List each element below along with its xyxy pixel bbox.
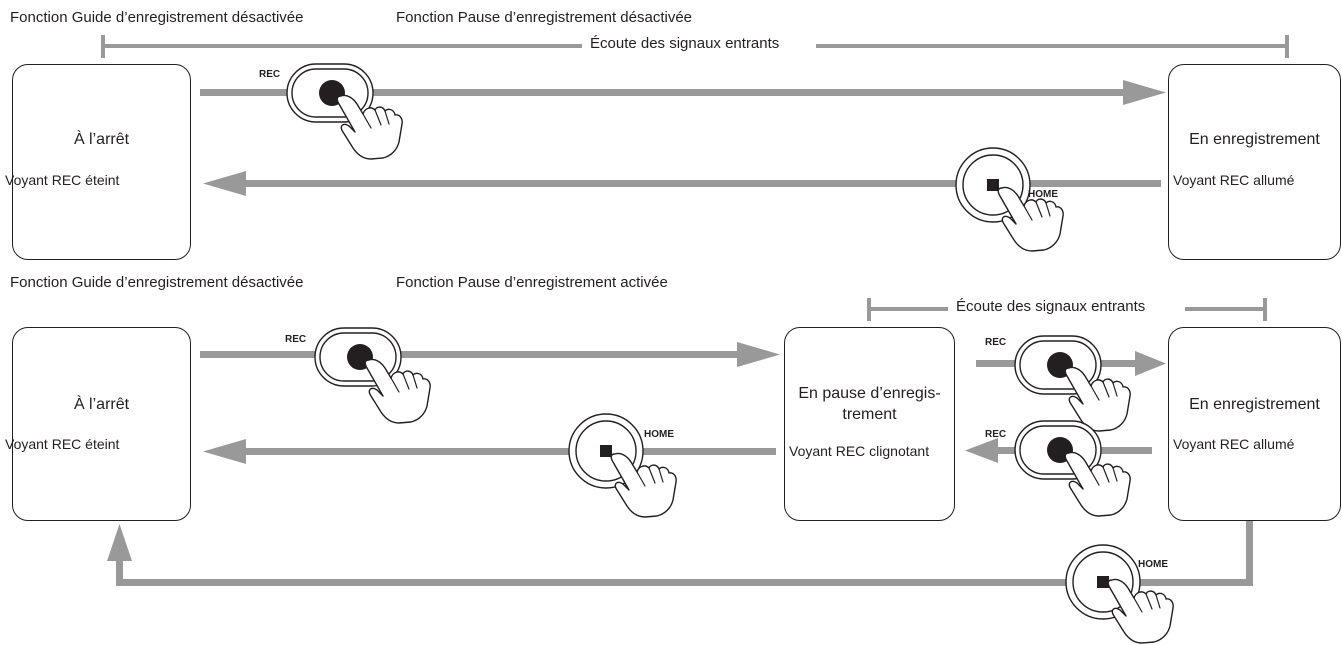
state-title: À l’arrêt bbox=[73, 131, 130, 148]
bottom-rec-pause-label: REC bbox=[985, 429, 1006, 440]
top-rec-label: REC bbox=[259, 69, 280, 80]
bottom-recording-state: En enregistrement Voyant REC allumé bbox=[1168, 327, 1341, 521]
bottom-stopped-state: À l’arrêt Voyant REC éteint bbox=[5, 327, 191, 521]
bottom-range-label: Écoute des signaux entrants bbox=[952, 298, 1150, 315]
bottom-rec-resume-label: REC bbox=[985, 337, 1006, 348]
state-title-line1: En pause d’enregis- bbox=[798, 385, 941, 402]
hand-pointer-icon bbox=[1107, 578, 1174, 644]
state-status: Voyant REC allumé bbox=[1173, 172, 1295, 188]
top-recording-state: En enregistrement Voyant REC allumé bbox=[1168, 64, 1341, 260]
top-rec-button[interactable]: REC bbox=[259, 63, 403, 160]
bottom-rec-button[interactable]: REC bbox=[285, 327, 431, 424]
top-stopped-state: À l’arrêt Voyant REC éteint bbox=[5, 64, 191, 260]
state-title: En enregistrement bbox=[1189, 396, 1320, 413]
top-arrow-rec bbox=[200, 80, 1166, 105]
top-caption-guide: Fonction Guide d’enregistrement désactiv… bbox=[10, 9, 304, 26]
top-home-label: HOME bbox=[1028, 189, 1058, 200]
bottom-arrow-recording-to-stopped bbox=[107, 517, 1253, 586]
bottom-home-button[interactable]: HOME bbox=[568, 413, 677, 518]
state-title: En enregistrement bbox=[1189, 131, 1320, 148]
top-home-button[interactable]: HOME bbox=[955, 147, 1064, 252]
state-title: À l’arrêt bbox=[73, 396, 130, 413]
state-status: Voyant REC éteint bbox=[5, 172, 120, 188]
top-arrow-home bbox=[203, 171, 1161, 196]
bottom-arrow-rec-to-pause bbox=[200, 342, 780, 367]
top-range-label: Écoute des signaux entrants bbox=[586, 35, 784, 52]
bottom-rec-label: REC bbox=[285, 334, 306, 345]
bottom-range-bracket bbox=[867, 298, 1267, 321]
top-range-bracket bbox=[101, 35, 1289, 58]
state-status: Voyant REC clignotant bbox=[789, 443, 930, 459]
stop-square-icon bbox=[600, 445, 612, 457]
bottom-rec-button-resume[interactable]: REC bbox=[985, 335, 1131, 432]
state-status: Voyant REC allumé bbox=[1173, 436, 1295, 452]
bottom-arrow-home-to-stopped bbox=[203, 439, 776, 464]
bottom-home-long-label: HOME bbox=[1138, 559, 1168, 570]
bottom-caption-guide: Fonction Guide d’enregistrement désactiv… bbox=[10, 274, 304, 291]
stop-square-icon bbox=[987, 179, 999, 191]
bottom-home-button-long[interactable]: HOME bbox=[1065, 544, 1174, 644]
stop-square-icon bbox=[1097, 576, 1109, 588]
bottom-paused-state: En pause d’enregis- trement Voyant REC c… bbox=[784, 327, 955, 521]
top-caption-pause: Fonction Pause d’enregistrement désactiv… bbox=[396, 9, 693, 26]
state-status: Voyant REC éteint bbox=[5, 436, 120, 452]
bottom-home-label: HOME bbox=[644, 429, 674, 440]
bottom-rec-button-pause[interactable]: REC bbox=[985, 420, 1131, 517]
bottom-caption-pause: Fonction Pause d’enregistrement activée bbox=[396, 274, 668, 291]
state-title-line2: trement bbox=[842, 406, 897, 423]
hand-pointer-icon bbox=[610, 452, 677, 518]
